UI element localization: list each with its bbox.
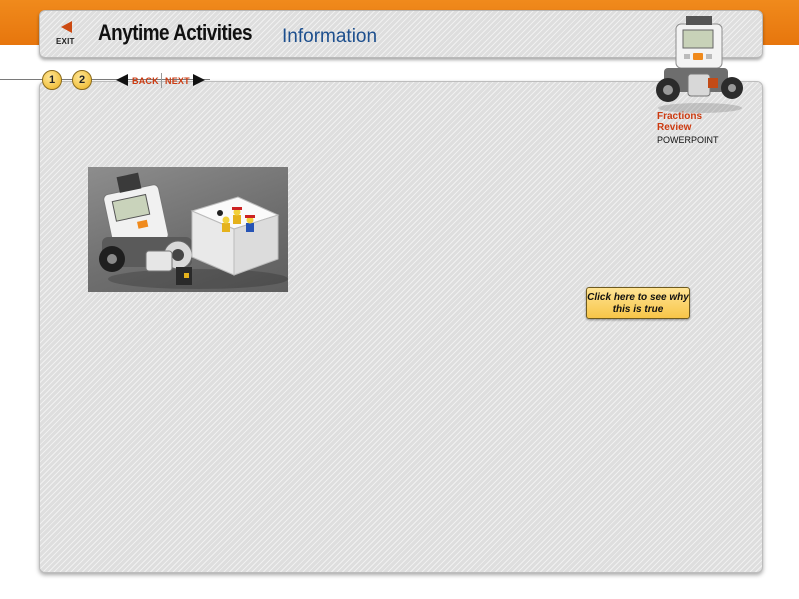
nav-divider-line (0, 79, 210, 80)
fractions-review-link[interactable]: Fractions Review (657, 111, 702, 133)
app-title: Anytime Activities (98, 20, 253, 45)
review-line-2: Review (657, 122, 692, 133)
main-content-panel (39, 81, 763, 573)
robot-photo-illustration (99, 172, 288, 289)
nav-separator (161, 73, 162, 88)
next-button[interactable]: NEXT (165, 76, 190, 86)
review-line-1: Fractions (657, 111, 703, 122)
robot-photo (88, 167, 288, 292)
click-explanation-button[interactable]: Click here to see why this is true (586, 287, 690, 319)
page-button-1[interactable]: 1 (42, 70, 62, 90)
header-bar: EXIT Anytime Activities Information (39, 10, 763, 58)
back-button[interactable]: BACK (132, 76, 159, 86)
next-arrow-icon[interactable] (193, 74, 205, 86)
section-title: Information (282, 26, 378, 47)
exit-label: EXIT (56, 37, 75, 46)
robot-illustration (656, 16, 743, 113)
back-arrow-icon[interactable] (116, 74, 128, 86)
back-arrow-icon (61, 21, 72, 33)
exit-button[interactable]: EXIT (54, 21, 80, 51)
powerpoint-label: POWERPOINT (657, 135, 719, 145)
page-button-2[interactable]: 2 (72, 70, 92, 90)
